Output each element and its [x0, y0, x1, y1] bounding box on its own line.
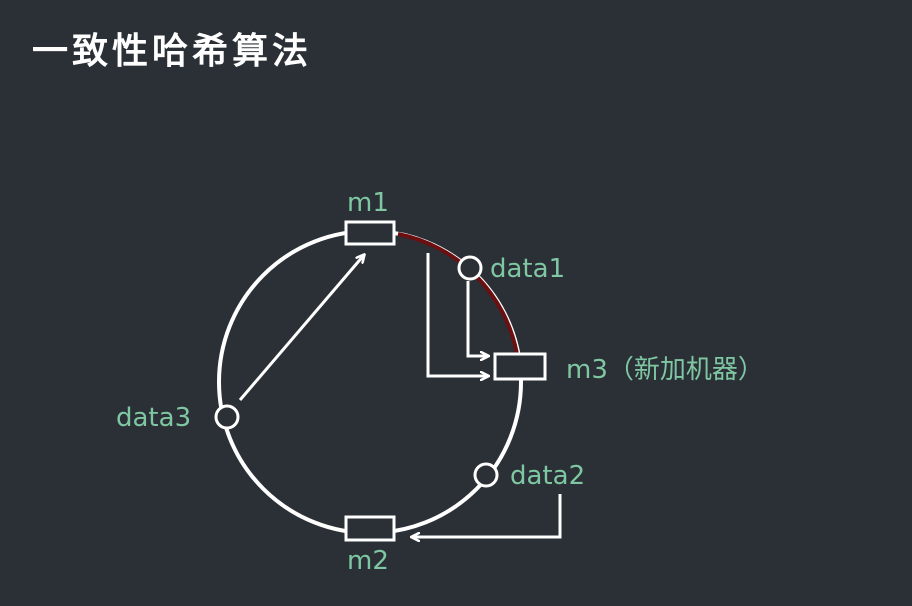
arrow-data3-to-m1: [238, 255, 364, 401]
slide-title: 一致性哈希算法: [32, 31, 313, 72]
node-m3-box: [493, 352, 547, 381]
label-m2: m2: [347, 546, 389, 576]
arrow-data1-to-m3: [466, 281, 488, 356]
node-m2-box: [344, 515, 396, 542]
label-data3: data3: [116, 403, 191, 433]
arrow-data2-to-m2: [412, 494, 562, 537]
data2-circle: [473, 462, 499, 488]
data3-circle: [214, 404, 240, 430]
data1-circle: [457, 255, 483, 281]
highlight-arc-m1-m3: [397, 232, 519, 355]
label-data2: data2: [510, 461, 585, 491]
label-m3: m3（新加机器）: [566, 355, 764, 385]
label-m1: m1: [347, 188, 389, 218]
arrow-m1-to-m3: [426, 253, 488, 376]
node-m1-box: [344, 220, 396, 246]
label-data1: data1: [490, 254, 565, 284]
